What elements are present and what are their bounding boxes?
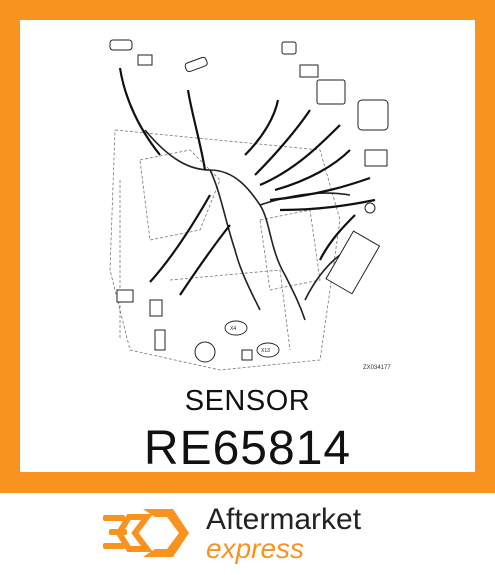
wiring-diagram: X4 X13 <box>109 39 389 371</box>
product-frame: X4 X13 ZX034177 SENSOR RE65814 <box>0 0 495 493</box>
brand-footer <box>0 493 495 575</box>
product-name: SENSOR <box>184 385 311 417</box>
brand-line-2: express <box>206 533 305 564</box>
part-number: RE65814 <box>143 422 352 475</box>
hexagon-speed-icon <box>103 509 189 557</box>
callout-x4: X4 <box>230 326 236 332</box>
product-panel: X4 X13 ZX034177 SENSOR RE65814 <box>20 20 475 475</box>
figure-code: ZX034177 <box>363 365 391 371</box>
callout-x13: X13 <box>261 348 270 354</box>
brand-line-1: Aftermarket <box>206 503 362 536</box>
